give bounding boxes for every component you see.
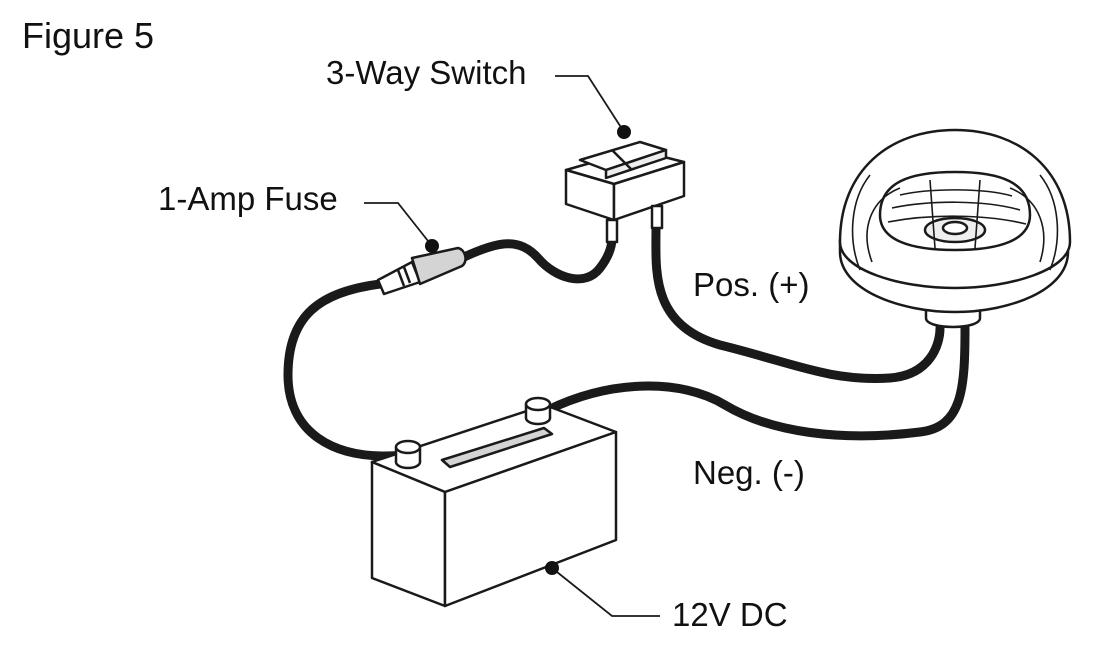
fuse-holder-right [410,246,467,286]
light-dome [838,128,1072,329]
battery-terminal-negative [524,396,552,426]
battery-terminal-positive [394,439,422,470]
label-battery: 12V DC [672,596,788,633]
leader-battery [551,567,660,617]
label-negative: Neg. (-) [693,454,805,491]
switch-terminal-left [605,218,619,244]
figure-title: Figure 5 [22,15,155,56]
wires [283,223,970,461]
fuse-ridges [396,266,412,287]
wire-negative [543,323,970,441]
label-fuse: 1-Amp Fuse [158,180,338,217]
switch [564,140,686,244]
fuse [376,246,467,296]
wire-positive [651,223,945,383]
switch-terminal-right [650,204,664,230]
leaders [364,75,660,617]
label-positive: Pos. (+) [693,266,810,303]
wire-battery-to-fuse [283,279,410,461]
battery [370,396,618,608]
dot-battery [545,561,559,575]
switch-rocker-face [604,148,668,180]
battery-top-slot [440,426,554,469]
leader-fuse [364,202,433,247]
switch-body-side [612,160,686,222]
leader-switch [555,75,625,133]
leader-dots [425,125,631,575]
dot-switch [617,125,631,139]
light-lamp-center [941,220,969,236]
label-switch: 3-Way Switch [326,54,527,91]
switch-rocker-ridge [611,149,633,171]
wire-fuse-to-switch [457,233,617,284]
battery-side-face [443,430,618,608]
dot-fuse [425,239,439,253]
light-lens-lines [851,174,1059,271]
